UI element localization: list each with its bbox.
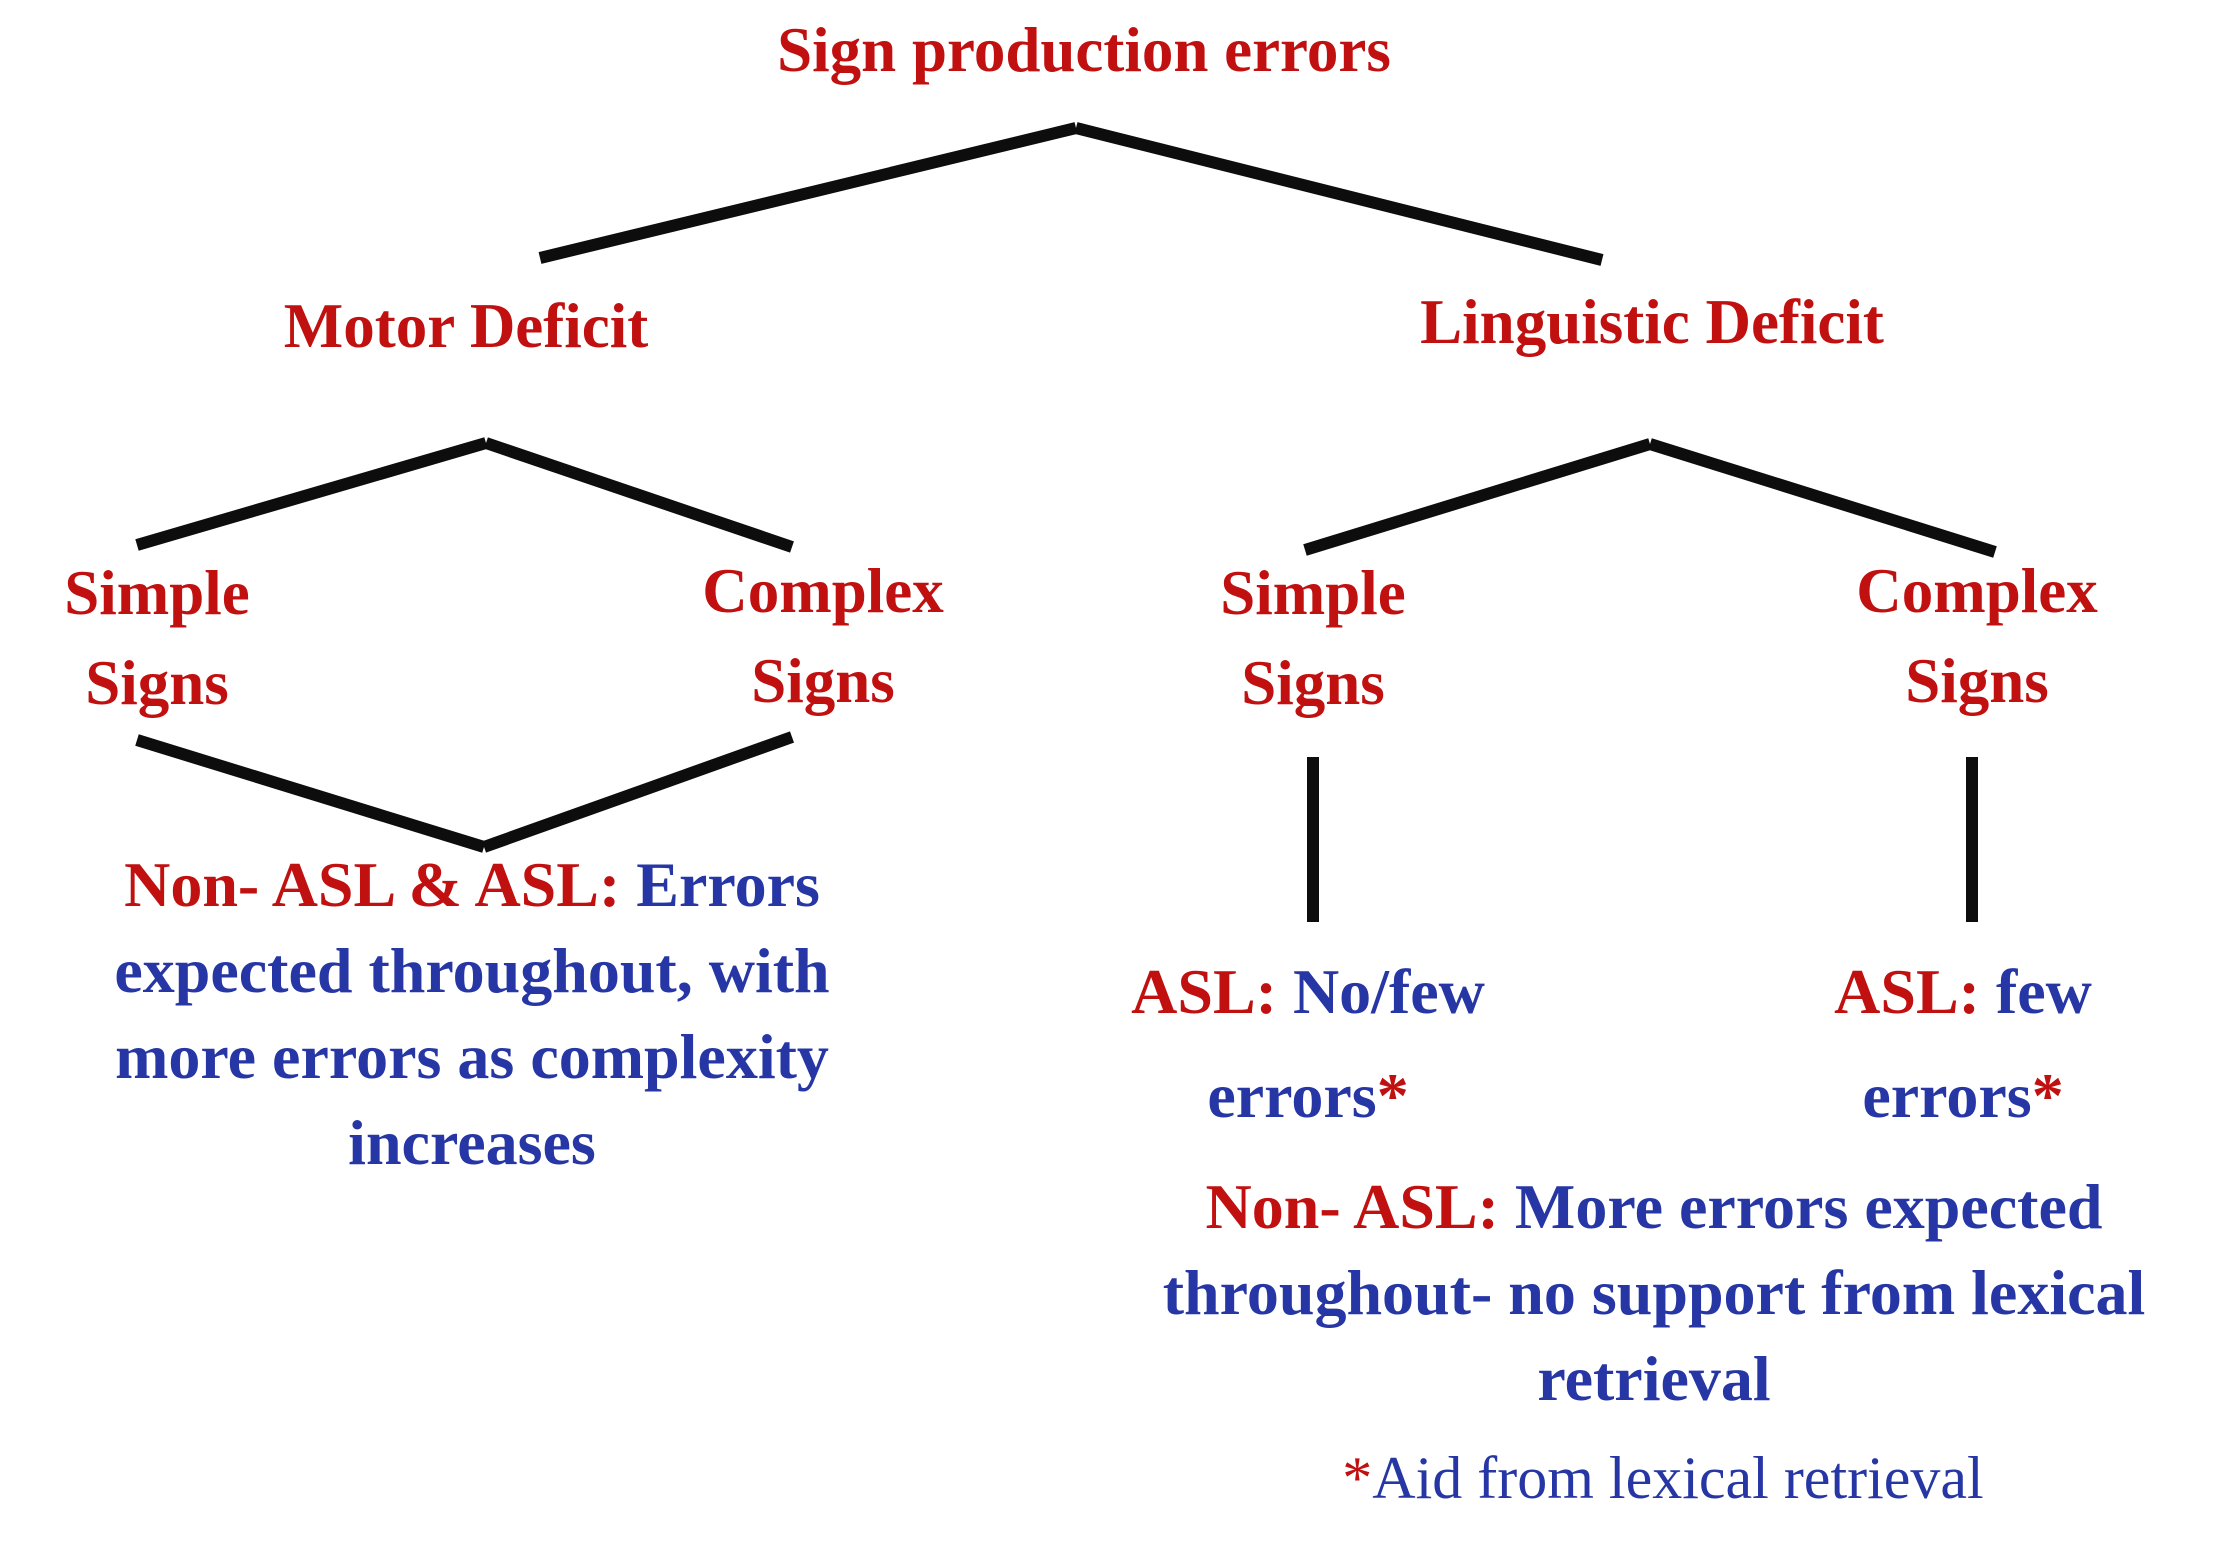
outcome-text: Errors — [620, 849, 820, 920]
node-label-line: Simple — [64, 558, 250, 628]
outcome-linguistic-nonasl: Non- ASL: More errors expected throughou… — [1163, 1164, 2146, 1422]
outcome-linguistic-simple-asl: ASL: No/few errors* — [1131, 940, 1485, 1148]
connector-simple-to-motor-outcome-line — [135, 734, 486, 853]
branch-linguistic-deficit: Linguistic Deficit — [1420, 287, 1884, 357]
outcome-text-line: retrieval — [1537, 1343, 1771, 1414]
node-linguistic-complex-signs: Complex Signs — [1856, 546, 2097, 726]
node-label-line: Signs — [85, 648, 229, 718]
connector-motor-to-simple-line — [135, 437, 488, 551]
outcome-text: More errors expected — [1498, 1171, 2103, 1242]
connector-motor-to-complex-line — [484, 437, 794, 553]
connector-complex-to-motor-outcome-line — [481, 731, 795, 853]
footnote-aid-from-lexical-retrieval: *Aid from lexical retrieval — [1342, 1444, 1983, 1513]
footnote-asterisk: * — [1342, 1445, 1373, 1511]
node-label-line: Signs — [751, 646, 895, 716]
footnote-asterisk: * — [2031, 1060, 2064, 1131]
root-node-title: Sign production errors — [777, 15, 1391, 85]
outcome-text-line: more errors as complexity — [115, 1021, 829, 1092]
outcome-text-line: throughout- no support from lexical — [1162, 1257, 2146, 1328]
outcome-text: errors — [1862, 1060, 2032, 1131]
outcome-text: few — [1979, 956, 2092, 1027]
outcome-text: No/few — [1276, 956, 1485, 1027]
footnote-asterisk: * — [1376, 1060, 1409, 1131]
outcome-linguistic-complex-asl: ASL: few errors* — [1834, 940, 2092, 1148]
node-linguistic-simple-signs: Simple Signs — [1220, 548, 1406, 728]
connector-linguistic-to-simple-line — [1303, 438, 1652, 556]
outcome-text: errors — [1207, 1060, 1377, 1131]
outcome-text-line: increases — [348, 1107, 596, 1178]
outcome-prefix: Non- ASL & ASL: — [124, 849, 621, 920]
node-motor-complex-signs: Complex Signs — [702, 546, 943, 726]
outcome-prefix: ASL: — [1131, 956, 1277, 1027]
node-label-line: Signs — [1905, 646, 2049, 716]
node-label-line: Simple — [1220, 558, 1406, 628]
node-label-line: Complex — [1856, 556, 2098, 626]
connector-root-to-linguistic-line — [1074, 122, 1604, 266]
node-label-line: Complex — [702, 556, 944, 626]
connector-root-to-motor-line — [538, 122, 1078, 264]
branch-motor-deficit: Motor Deficit — [283, 291, 649, 361]
outcome-prefix: ASL: — [1834, 956, 1980, 1027]
outcome-motor-deficit: Non- ASL & ASL: Errors expected througho… — [114, 842, 829, 1186]
node-label-line: Signs — [1241, 648, 1385, 718]
node-motor-simple-signs: Simple Signs — [64, 548, 250, 728]
outcome-text-line: expected throughout, with — [114, 935, 830, 1006]
outcome-prefix: Non- ASL: — [1205, 1171, 1499, 1242]
footnote-text: Aid from lexical retrieval — [1372, 1445, 1984, 1511]
connector-linguistic-to-complex-line — [1648, 438, 1997, 558]
